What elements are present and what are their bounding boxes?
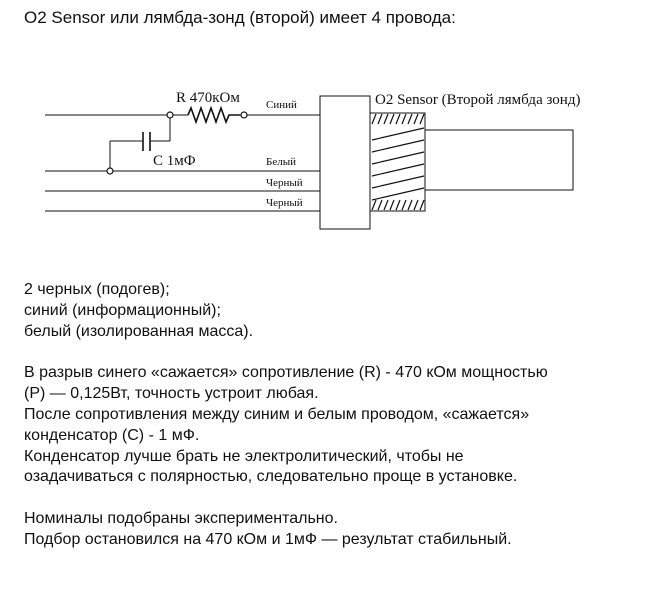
wire-label-blue: Синий [266,99,297,111]
text-line: В разрыв синего «сажается» сопротивление… [24,364,548,382]
resistor [187,105,240,125]
page-title: O2 Sensor или лямбда-зонд (второй) имеет… [24,8,456,27]
sensor-label: O2 Sensor (Второй лямбда зонд) [375,92,580,108]
description-text: 2 черных (подогев); синий (информационны… [24,280,654,572]
wire-label-black-2: Черный [266,197,303,209]
text-line: белый (изолированная масса). [24,322,254,340]
node-capacitor-white [106,167,114,175]
text-line: (P) — 0,125Вт, точность устроит любая. [24,385,319,403]
resistor-label: R 470кОм [176,90,240,106]
capacitor [109,118,171,168]
capacitor-label: C 1мФ [153,153,196,169]
text-line: Номиналы подобраны экспериментально. [24,510,338,528]
text-line: конденсатор (С) - 1 мФ. [24,426,200,444]
text-line: озадачиваться с полярностью, следователь… [24,468,518,486]
text-line: После сопротивления между синим и белым … [24,405,530,423]
text-line: Конденсатор лучше брать не электролитиче… [24,447,464,465]
text-line: синий (информационный); [24,301,221,319]
sensor-thread [371,113,425,211]
paragraph-notes: Номиналы подобраны экспериментально. Под… [24,509,654,551]
wires [45,114,320,212]
paragraph-instructions: В разрыв синего «сажается» сопротивление… [24,363,654,488]
text-line: Подбор остановился на 470 кОм и 1мФ — ре… [24,530,512,548]
sensor-connector-block [319,95,371,230]
paragraph-wires: 2 черных (подогев); синий (информационны… [24,280,654,342]
node-resistor-left [166,111,174,119]
wire-label-white: Белый [266,156,296,168]
sensor-probe [424,129,574,191]
text-line: 2 черных (подогев); [24,281,170,298]
node-resistor-right [240,111,248,119]
wire-label-black-1: Черный [266,177,303,189]
